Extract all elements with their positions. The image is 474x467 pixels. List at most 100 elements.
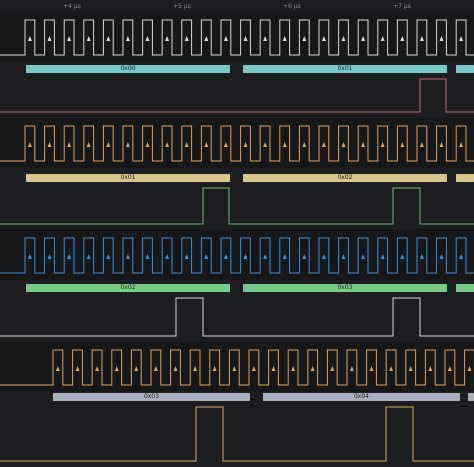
rising-edge-arrow-icon [271,366,276,371]
time-tick-label: +7 µs [393,3,411,10]
rising-edge-arrow-icon [291,366,296,371]
rising-edge-arrow-icon [400,36,405,41]
bus-segment[interactable] [243,65,447,73]
bus-segment[interactable] [468,393,474,401]
bus-segment[interactable] [456,284,474,292]
rising-edge-arrow-icon [47,36,52,41]
rising-edge-arrow-icon [27,142,32,147]
rising-edge-arrow-icon [232,366,237,371]
rising-edge-arrow-icon [251,366,256,371]
rising-edge-arrow-icon [400,254,405,259]
rising-edge-arrow-icon [408,366,413,371]
rising-edge-arrow-icon [223,254,228,259]
strobe-signal [0,187,474,225]
rising-edge-arrow-icon [321,36,326,41]
rising-edge-arrow-icon [361,36,366,41]
rising-edge-arrow-icon [165,254,170,259]
rising-edge-arrow-icon [67,254,72,259]
rising-edge-arrow-icon [243,142,248,147]
rising-edge-arrow-icon [341,36,346,41]
rising-edge-arrow-icon [459,254,464,259]
rising-edge-arrow-icon [302,254,307,259]
rising-edge-arrow-icon [204,254,209,259]
clock-signal [0,349,474,386]
rising-edge-arrow-icon [27,254,32,259]
clock-row-background [0,118,474,168]
rising-edge-arrow-icon [153,366,158,371]
rising-edge-arrow-icon [330,366,335,371]
time-tick-label: +4 µs [63,3,81,10]
rising-edge-arrow-icon [467,366,472,371]
rising-edge-arrow-icon [263,36,268,41]
clock-signal [0,19,474,56]
rising-edge-arrow-icon [184,36,189,41]
rising-edge-arrow-icon [223,142,228,147]
clock-row-background [0,230,474,280]
bus-value-label: 0x04 [353,393,370,400]
channel-2-waveforms [0,118,474,230]
rising-edge-arrow-icon [125,36,130,41]
bus-value-label: 0x01 [337,65,353,72]
rising-edge-arrow-icon [223,36,228,41]
rising-edge-arrow-icon [380,142,385,147]
rising-edge-arrow-icon [184,142,189,147]
rising-edge-arrow-icon [439,36,444,41]
strobe-signal [0,78,474,113]
bus-segment[interactable] [53,393,250,401]
channel-1-waveforms [0,12,474,118]
bus-value-label: 0x00 [120,65,136,72]
rising-edge-arrow-icon [282,254,287,259]
rising-edge-arrow-icon [282,142,287,147]
rising-edge-arrow-icon [204,142,209,147]
rising-edge-arrow-icon [419,36,424,41]
time-tick-label: +6 µs [283,3,301,10]
rising-edge-arrow-icon [86,142,91,147]
bus-segment[interactable] [26,65,230,73]
rising-edge-arrow-icon [459,36,464,41]
rising-edge-arrow-icon [341,254,346,259]
rising-edge-arrow-icon [310,366,315,371]
rising-edge-arrow-icon [321,254,326,259]
rising-edge-arrow-icon [447,366,452,371]
rising-edge-arrow-icon [145,36,150,41]
rising-edge-arrow-icon [145,254,150,259]
channel-4-waveforms [0,342,474,467]
time-ruler[interactable]: +4 µs +5 µs +6 µs +7 µs [0,0,474,12]
rising-edge-arrow-icon [369,366,374,371]
rising-edge-arrow-icon [243,254,248,259]
rising-edge-arrow-icon [134,366,139,371]
bus-segment[interactable] [26,174,230,182]
rising-edge-arrow-icon [341,142,346,147]
rising-edge-arrow-icon [86,36,91,41]
rising-edge-arrow-icon [380,36,385,41]
channel-3-waveforms [0,230,474,342]
time-tick-label: +5 µs [173,3,191,10]
rising-edge-arrow-icon [47,142,52,147]
rising-edge-arrow-icon [419,254,424,259]
bus-segment[interactable] [243,284,447,292]
bus-segment[interactable] [456,65,474,73]
rising-edge-arrow-icon [106,142,111,147]
rising-edge-arrow-icon [459,142,464,147]
rising-edge-arrow-icon [361,142,366,147]
clock-signal [0,237,474,274]
bus-segment[interactable] [263,393,460,401]
rising-edge-arrow-icon [400,142,405,147]
clock-signal [0,125,474,162]
rising-edge-arrow-icon [212,366,217,371]
rising-edge-arrow-icon [302,36,307,41]
rising-edge-arrow-icon [389,366,394,371]
rising-edge-arrow-icon [380,254,385,259]
bus-segment[interactable] [456,174,474,182]
bus-segment[interactable] [26,284,230,292]
rising-edge-arrow-icon [302,142,307,147]
rising-edge-arrow-icon [193,366,198,371]
rising-edge-arrow-icon [145,142,150,147]
bus-segment[interactable] [243,174,447,182]
channel-1-lane[interactable]: 0x00 0x01 [0,12,474,118]
rising-edge-arrow-icon [282,36,287,41]
